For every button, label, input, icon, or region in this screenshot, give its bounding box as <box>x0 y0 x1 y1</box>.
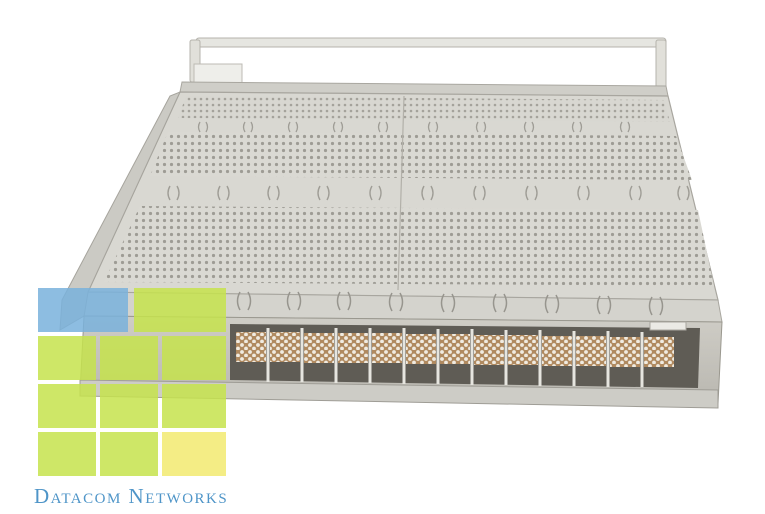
logo-tile-green <box>38 432 96 476</box>
logo-tile-yellow <box>162 432 226 476</box>
rear-handle <box>189 37 667 91</box>
tab-row-front <box>236 291 664 316</box>
card-slots <box>236 332 674 367</box>
logo-tile-green <box>38 336 96 380</box>
logo-tile-green <box>162 384 226 428</box>
logo-tile-green <box>100 432 158 476</box>
logo-tile-green <box>100 384 158 428</box>
logo-tile-green <box>162 336 226 380</box>
vent-band-middle <box>150 132 692 180</box>
logo-tile-blue <box>38 288 128 332</box>
logo-tile-green <box>38 384 96 428</box>
tab-row-rear <box>197 121 631 133</box>
cover-seam <box>397 95 405 291</box>
vent-band-front <box>104 206 714 286</box>
logo-tile-green <box>134 288 226 332</box>
label-sticker <box>649 321 687 331</box>
tab-row-middle <box>167 185 690 201</box>
slot-dividers <box>266 328 644 387</box>
logo-tile-green <box>100 336 158 380</box>
logo-wordmark: Datacom Networks <box>34 484 229 508</box>
vent-band-rear <box>178 96 670 122</box>
